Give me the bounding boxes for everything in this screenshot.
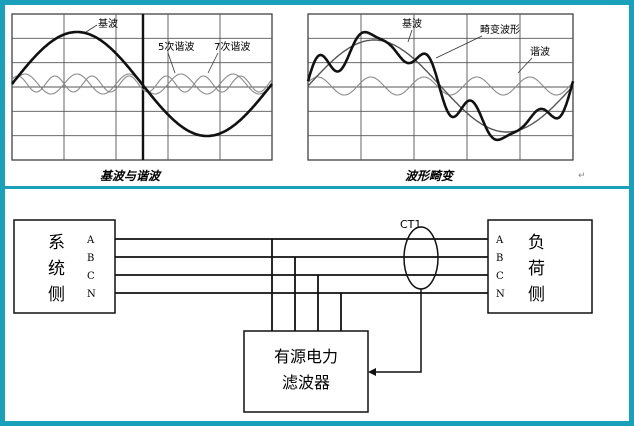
- label-5th-harmonic: 5次谐波: [158, 40, 194, 53]
- system-phase-a: A: [86, 235, 95, 246]
- system-side-box: [13, 219, 116, 314]
- fundamental-and-harmonics-panel: 基波 5次谐波 7次谐波 基波与谐波: [10, 13, 274, 183]
- system-side-char-3: 侧: [48, 285, 65, 305]
- active-power-filter-box: [243, 330, 369, 413]
- load-side-box: [487, 219, 593, 314]
- label-harmonic-right: 谐波: [530, 45, 550, 58]
- system-phase-b: B: [87, 253, 94, 264]
- load-phase-b: B: [496, 253, 503, 264]
- feedback-arrow-icon: [368, 368, 376, 376]
- load-side-char-3: 侧: [528, 285, 545, 305]
- fundamental-wave: [10, 30, 274, 138]
- system-phase-n: N: [87, 289, 96, 300]
- load-side-char-2: 荷: [528, 259, 545, 279]
- label-fundamental: 基波: [98, 17, 118, 30]
- leader-distorted: [435, 35, 483, 59]
- label-7th-harmonic: 7次谐波: [214, 40, 250, 53]
- load-phase-a: A: [495, 235, 504, 246]
- circuit-diagram: 系 统 侧 A B C N 负 荷 侧 A B C N 有源电力 滤波器 CT1: [13, 218, 593, 413]
- distorted-wave: [306, 30, 575, 142]
- leader-5th: [167, 52, 176, 74]
- return-mark: ↵: [578, 171, 586, 181]
- caption-fundamental-harmonics: 基波与谐波: [100, 169, 162, 183]
- label-fundamental-right: 基波: [402, 17, 422, 30]
- seventh-harmonic-wave: [11, 75, 273, 93]
- load-side-char-1: 负: [528, 233, 545, 253]
- load-phase-c: C: [496, 271, 504, 282]
- system-phase-c: C: [87, 271, 95, 282]
- ct1-label: CT1: [400, 218, 421, 231]
- leader-fundamental-right: [407, 29, 413, 43]
- leader-harmonic: [517, 57, 533, 74]
- filter-label-line1: 有源电力: [274, 347, 338, 366]
- label-distorted-wave: 畸变波形: [480, 23, 520, 36]
- section-separator: [5, 186, 629, 189]
- load-phase-n: N: [496, 289, 505, 300]
- waveform-distortion-panel: 基波 畸变波形 谐波 波形畸变: [306, 13, 575, 183]
- system-side-char-1: 系: [48, 233, 65, 253]
- leader-7th: [207, 52, 219, 74]
- ct1-feedback-line: [374, 289, 422, 373]
- filter-label-line2: 滤波器: [282, 373, 330, 392]
- caption-waveform-distortion: 波形畸变: [405, 169, 455, 183]
- leader-fundamental: [85, 24, 98, 33]
- system-side-char-2: 统: [48, 259, 65, 279]
